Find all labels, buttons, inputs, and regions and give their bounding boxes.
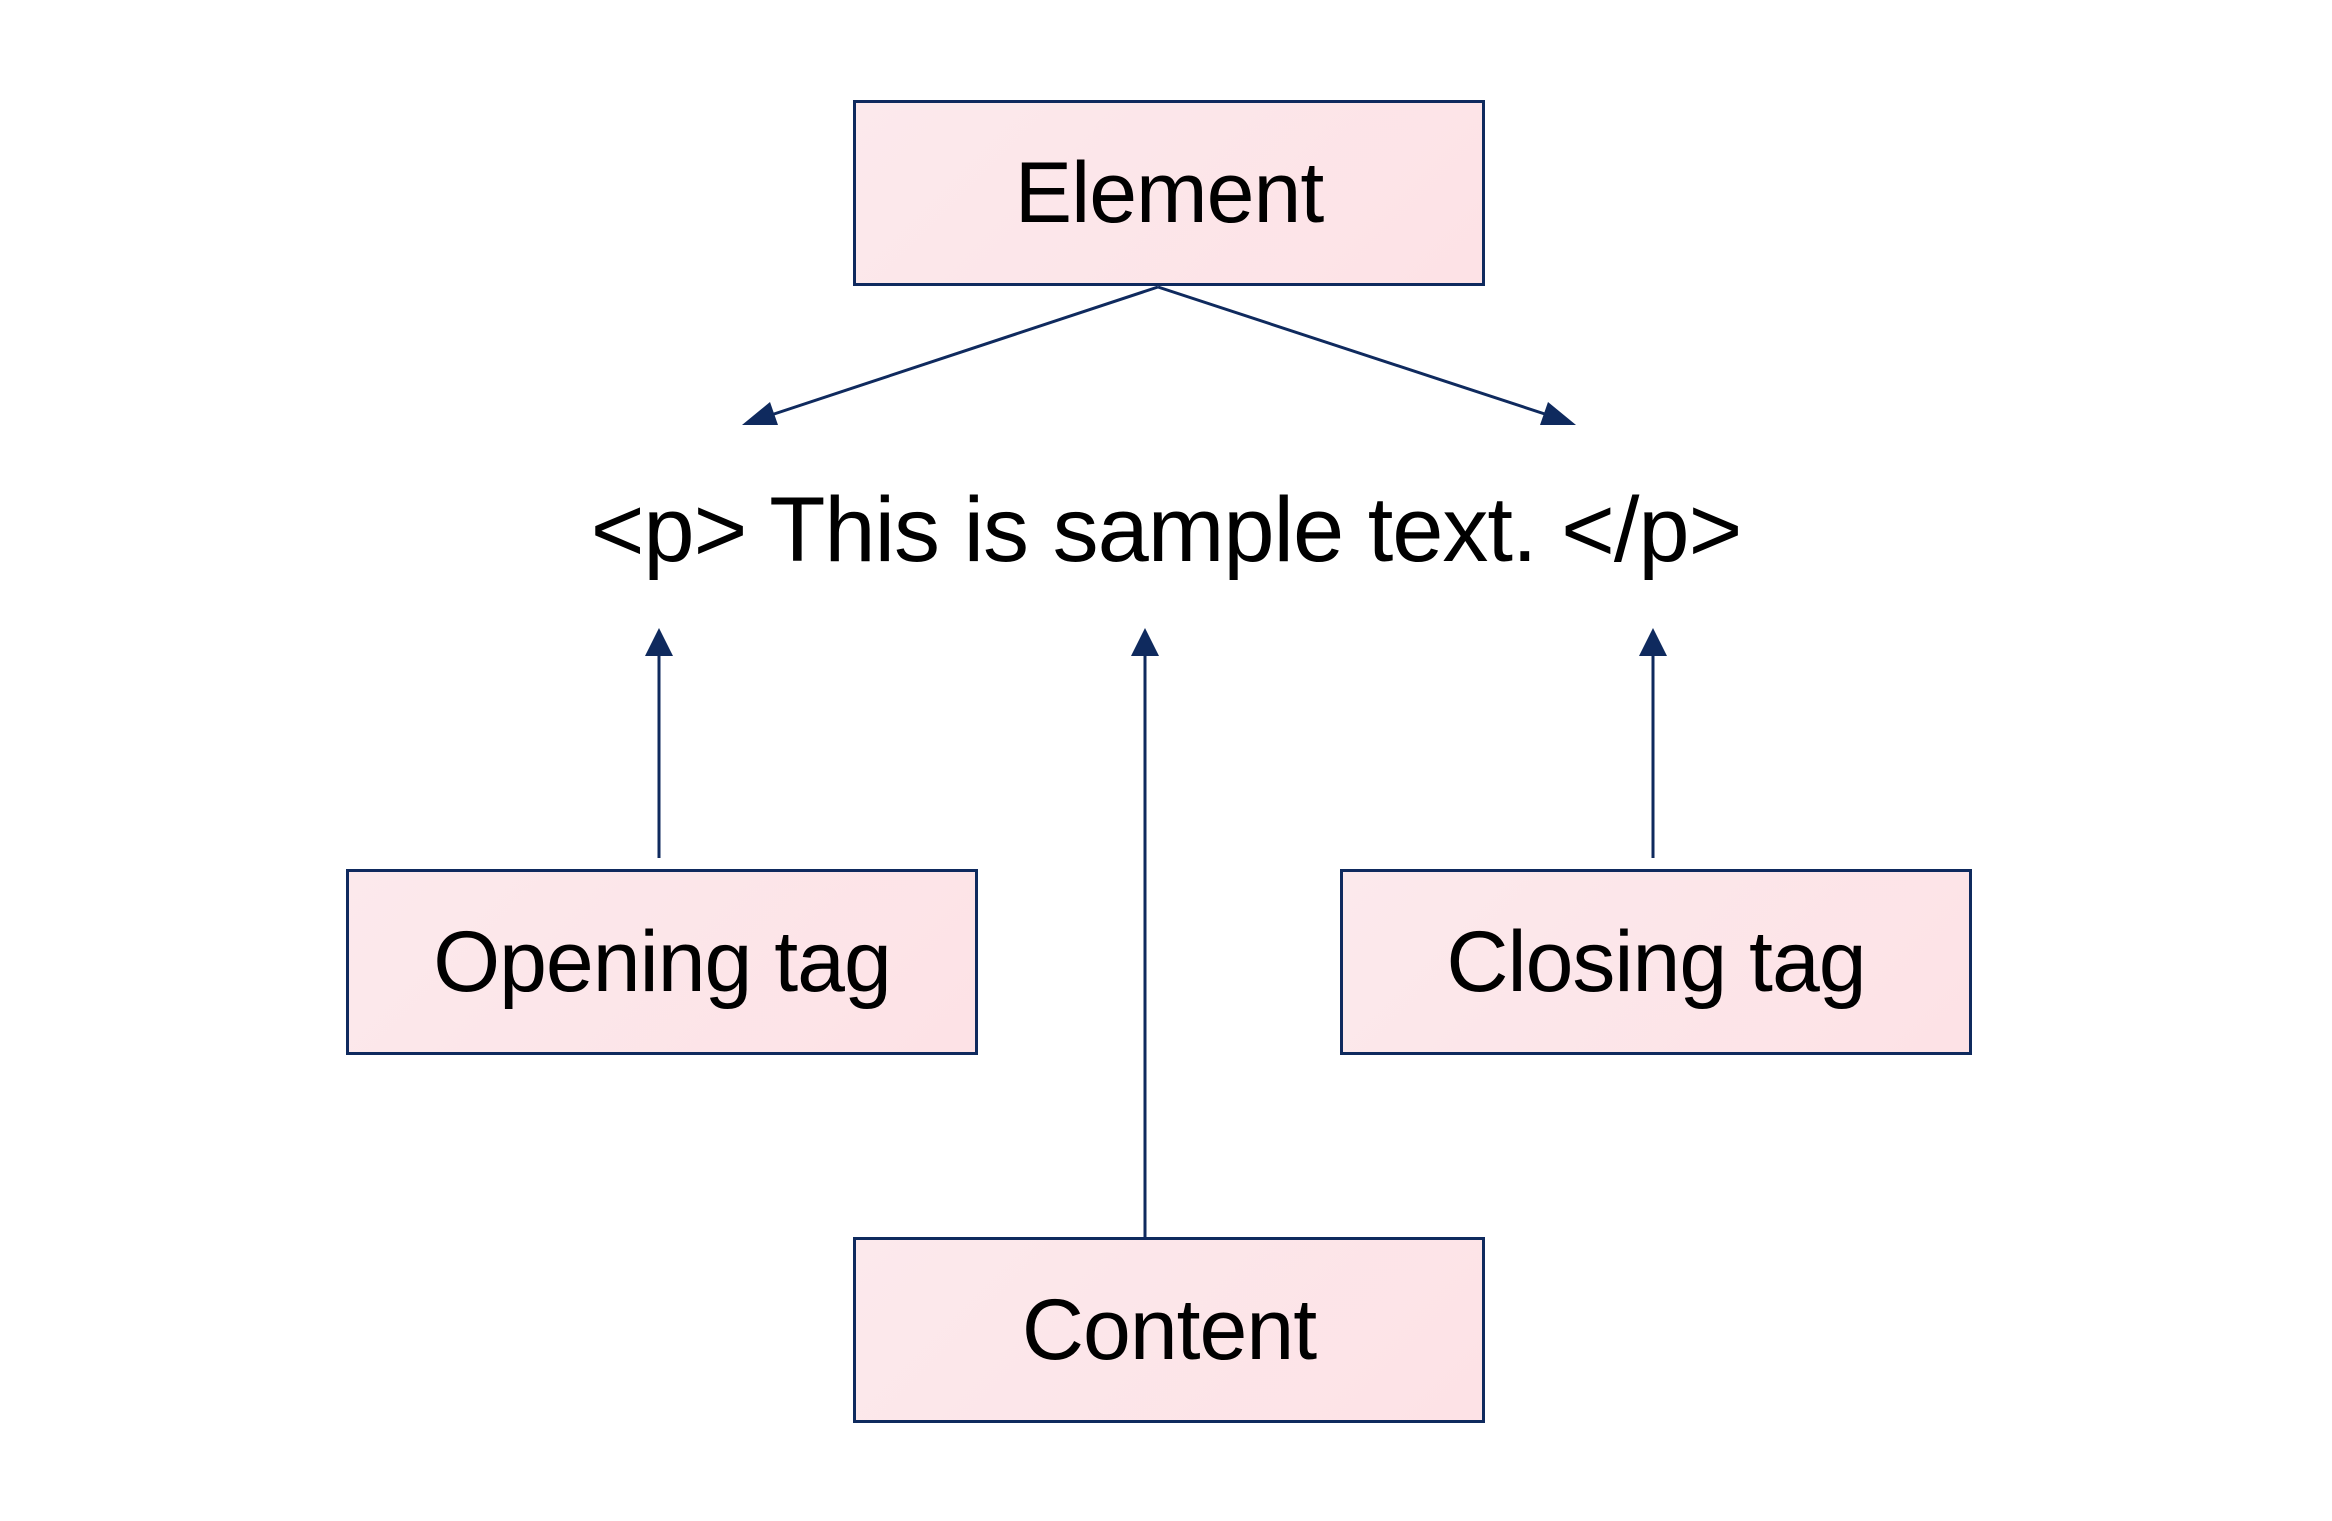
arrowhead-opening <box>645 628 673 656</box>
content-label: Content <box>1021 1281 1317 1378</box>
arrowhead-element-right <box>1540 402 1576 425</box>
arrow-element-to-closing <box>1157 285 1555 419</box>
element-box: Element <box>853 100 1485 286</box>
opening-tag-label: Opening tag <box>433 913 892 1010</box>
closing-tag-label: Closing tag <box>1446 913 1866 1010</box>
arrowhead-element-left <box>742 402 778 425</box>
arrow-element-to-opening <box>764 285 1159 419</box>
content-box: Content <box>853 1237 1485 1423</box>
element-label: Element <box>1014 144 1324 241</box>
sample-html-line: <p> This is sample text. </p> <box>590 479 1743 581</box>
arrowhead-content <box>1131 628 1159 656</box>
closing-tag-box: Closing tag <box>1340 869 1972 1055</box>
arrowhead-closing <box>1639 628 1667 656</box>
opening-tag-box: Opening tag <box>346 869 978 1055</box>
